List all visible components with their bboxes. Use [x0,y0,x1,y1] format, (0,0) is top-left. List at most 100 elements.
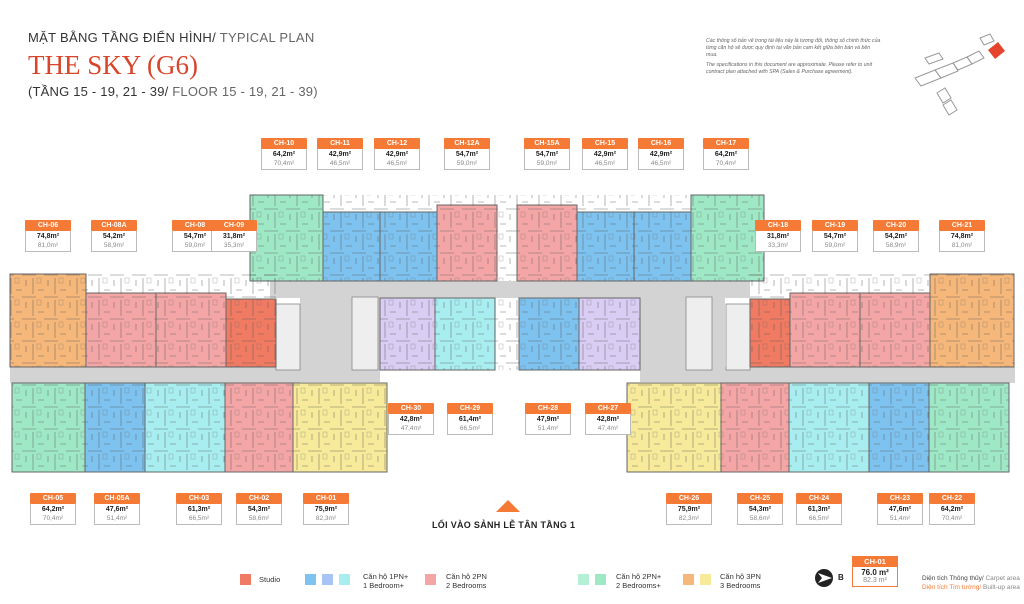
area-key-carpet: 76.0 m² [861,568,889,577]
unit-builtup-area: 58,9m² [103,242,125,249]
unit-ch-18[interactable] [749,298,791,368]
plan-heading: MẶT BẰNG TẦNG ĐIỂN HÌNH/ TYPICAL PLAN [28,30,315,45]
unit-builtup-area: 59,0m² [536,160,558,167]
legend-swatch-2pn-plus-a [578,574,589,585]
unit-ch-19[interactable] [789,292,861,368]
legend-swatch-1pn-b [322,574,333,585]
unit-ch-20[interactable] [859,292,931,368]
unit-ch-05[interactable] [11,382,86,473]
unit-carpet-area: 54,2m² [102,233,126,240]
unit-carpet-area: 54,3m² [247,506,271,513]
legend-swatch-2pn [425,574,436,585]
legend-studio: Studio [259,575,280,584]
unit-ch-27[interactable] [578,297,641,371]
unit-code: CH-22 [929,493,975,504]
left-lift-core [351,296,379,371]
unit-ch-15a[interactable] [516,204,578,282]
unit-ch-11[interactable] [322,211,381,282]
unit-ch-29[interactable] [434,297,496,371]
unit-builtup-area: 46,5m² [594,160,616,167]
unit-ch-12a[interactable] [436,204,498,282]
unit-ch-12[interactable] [379,211,438,282]
unit-ch-10[interactable] [249,194,324,282]
unit-code: CH-05 [30,493,76,504]
unit-ch-16[interactable] [633,211,692,282]
unit-ch-02[interactable] [224,382,294,473]
unit-builtup-area: 33,3m² [767,242,789,249]
unit-ch-17[interactable] [690,194,765,282]
legend-1pn: Căn hộ 1PN+1 Bedroom+ [363,572,408,590]
unit-carpet-area: 54,2m² [884,233,908,240]
legend-1pn-sub: 1 Bedroom+ [363,581,405,590]
unit-ch-01[interactable] [292,382,388,473]
unit-ch-06[interactable] [9,273,87,368]
unit-ch-26[interactable] [626,382,722,473]
unit-ch-15[interactable] [576,211,635,282]
building-title: THE SKY (G6) [28,50,198,80]
unit-ch-09[interactable] [225,298,277,368]
unit-code: CH-12A [444,138,490,149]
compass-icon [815,569,833,587]
unit-ch-28[interactable] [518,297,580,371]
unit-ch-25[interactable] [720,382,790,473]
unit-code: CH-26 [666,493,712,504]
key-plan-thumbnail [914,33,1005,116]
unit-code: CH-17 [703,138,749,149]
unit-ch-23[interactable] [868,382,930,473]
disclaimer-note: Các thông số bản vẽ trong tài liệu này l… [706,38,881,76]
unit-code: CH-18 [755,220,801,231]
unit-builtup-area: 51,4m² [106,515,128,522]
unit-carpet-area: 42,9m² [328,151,352,158]
unit-carpet-area: 31,8m² [222,233,246,240]
unit-ch-30[interactable] [379,297,436,371]
unit-builtup-area: 58,9m² [885,242,907,249]
compass-letter: B [838,573,844,582]
unit-ch-22[interactable] [928,382,1010,473]
unit-ch-05a[interactable] [84,382,146,473]
unit-ch-24[interactable] [788,382,870,473]
unit-ch-21[interactable] [929,273,1015,368]
unit-builtup-area: 46,5m² [329,160,351,167]
unit-carpet-area: 47,6m² [888,506,912,513]
unit-ch-08[interactable] [155,292,227,368]
legend-2pn-plus-sub: 2 Bedrooms+ [616,581,661,590]
unit-ch-03[interactable] [144,382,226,473]
unit-ch-08a[interactable] [85,292,157,368]
legend-2pn-plus: Căn hộ 2PN+2 Bedrooms+ [616,572,661,590]
